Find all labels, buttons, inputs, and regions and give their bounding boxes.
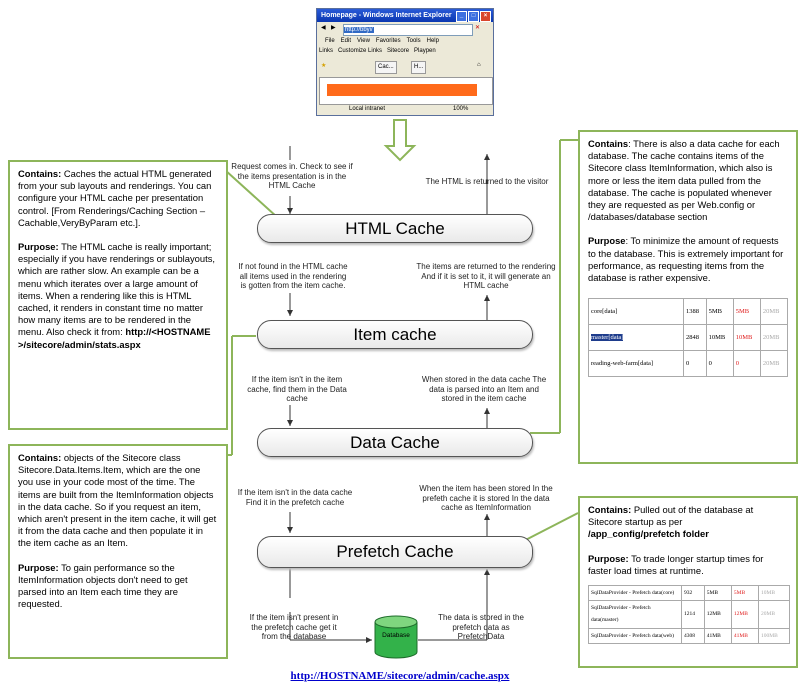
link-customize[interactable]: Customize Links <box>338 48 383 54</box>
menu-help[interactable]: Help <box>426 38 439 44</box>
item-cache-node: Item cache <box>257 320 533 349</box>
table-row: SqlDataProvider - Prefetch data(master) … <box>588 600 791 629</box>
html-purpose: Purpose: The HTML cache is really import… <box>18 241 215 350</box>
table-row: core[data] 1388 5MB 5MB 20MB <box>588 298 789 326</box>
item-cache-info-box: Contains: objects of the Sitecore class … <box>8 444 228 659</box>
table-row: SqlDataProvider - Prefetch data(web) 430… <box>588 627 791 644</box>
tab-bar: ★ Cac... H... ⌂ <box>319 59 491 75</box>
link-sitecore[interactable]: Sitecore <box>387 48 410 54</box>
browser-down-arrow <box>383 119 417 162</box>
item-contains: Contains: objects of the Sitecore class … <box>18 452 217 549</box>
database-icon <box>374 615 418 659</box>
menu-view[interactable]: View <box>357 38 370 44</box>
stats-url[interactable]: http://<HOSTNAME>/sitecore/admin/stats.a… <box>18 326 211 350</box>
label-not-in-item: If the item isn't in the item cache, fin… <box>247 375 347 403</box>
data-cache-table: core[data] 1388 5MB 5MB 20MB master[data… <box>588 298 789 378</box>
back-icon[interactable]: ◀ <box>321 25 326 31</box>
maximize-icon[interactable]: □ <box>468 11 479 22</box>
links-bar: Links Customize Links Sitecore Playpen <box>319 48 491 54</box>
tab-cache[interactable]: Cac... <box>375 61 397 74</box>
stop-icon[interactable]: ✕ <box>475 25 481 31</box>
page-banner <box>327 84 477 96</box>
label-stored-db: The data is stored in the prefetch data … <box>438 613 524 641</box>
label-stored-data: When stored in the data cache The data i… <box>421 375 547 403</box>
table-row: reading-web-farm[data] 0 0 0 20MB <box>588 350 789 378</box>
label-returned-rendering: The items are returned to the rendering … <box>416 262 556 290</box>
prefetch-purpose: Purpose: To trade longer startup times f… <box>588 552 764 576</box>
html-cache-node: HTML Cache <box>257 214 533 243</box>
label-not-in-html: If not found in the HTML cache all items… <box>238 262 348 290</box>
label-not-in-prefetch: If the item isn't present in the prefetc… <box>249 613 339 641</box>
menu-file[interactable]: File <box>325 38 335 44</box>
prefetch-cache-info-box: Contains: Pulled out of the database at … <box>578 496 798 668</box>
browser-title-bar: Homepage - Windows Internet Explorer _ □… <box>317 9 493 22</box>
label-returned-visitor: The HTML is returned to the visitor <box>425 177 549 186</box>
prefetch-cache-table: SqlDataProvider - Prefetch data(core) 93… <box>588 585 791 644</box>
home-icon[interactable]: ⌂ <box>477 62 481 68</box>
prefetch-contains: Contains: Pulled out of the database at … <box>588 504 754 540</box>
html-contains: Contains: Caches the actual HTML generat… <box>18 168 212 228</box>
links-label: Links <box>319 48 334 54</box>
browser-window: Homepage - Windows Internet Explorer _ □… <box>316 8 494 116</box>
item-purpose: Purpose: To gain performance so the Item… <box>18 561 188 610</box>
favorites-star-icon[interactable]: ★ <box>321 63 327 69</box>
label-stored-prefetch: When the item has been stored In the pre… <box>419 484 553 512</box>
prefetch-path: /app_config/prefetch folder <box>588 528 709 540</box>
label-not-in-data: If the item isn't in the data cache Find… <box>237 488 353 507</box>
minimize-icon[interactable]: _ <box>456 11 467 22</box>
status-bar: Local intranet 100% <box>319 105 491 114</box>
data-purpose: Purpose: To minimize the amount of reque… <box>588 235 784 284</box>
status-zone: Local intranet <box>349 106 386 112</box>
address-input[interactable]: http://bbyi/ <box>343 24 473 36</box>
address-bar-row: ◀ ▶ http://bbyi/ ✕ <box>319 24 491 36</box>
forward-icon[interactable]: ▶ <box>331 25 336 31</box>
label-request: Request comes in. Check to see if the it… <box>231 162 353 190</box>
close-icon[interactable]: × <box>480 11 491 22</box>
menu-favorites[interactable]: Favorites <box>375 38 401 44</box>
menu-tools[interactable]: Tools <box>406 38 421 44</box>
browser-content <box>319 77 493 105</box>
html-cache-info-box: Contains: Caches the actual HTML generat… <box>8 160 228 430</box>
database-label: Database <box>382 632 410 639</box>
data-cache-node: Data Cache <box>257 428 533 457</box>
table-row: SqlDataProvider - Prefetch data(core) 93… <box>588 585 791 602</box>
menu-bar: File Edit View Favorites Tools Help <box>325 38 439 44</box>
link-playpen[interactable]: Playpen <box>414 48 436 54</box>
cache-admin-link[interactable]: http://HOSTNAME/sitecore/admin/cache.asp… <box>290 670 510 682</box>
table-row: master[data] 2848 10MB 10MB 20MB <box>588 324 789 352</box>
data-contains: Contains: There is also a data cache for… <box>588 138 780 223</box>
browser-title: Homepage - Windows Internet Explorer <box>321 12 452 19</box>
prefetch-cache-node: Prefetch Cache <box>257 536 533 568</box>
zoom-level[interactable]: 100% <box>453 106 469 112</box>
data-cache-info-box: Contains: There is also a data cache for… <box>578 130 798 464</box>
tab-home[interactable]: H... <box>411 61 427 74</box>
menu-edit[interactable]: Edit <box>340 38 352 44</box>
